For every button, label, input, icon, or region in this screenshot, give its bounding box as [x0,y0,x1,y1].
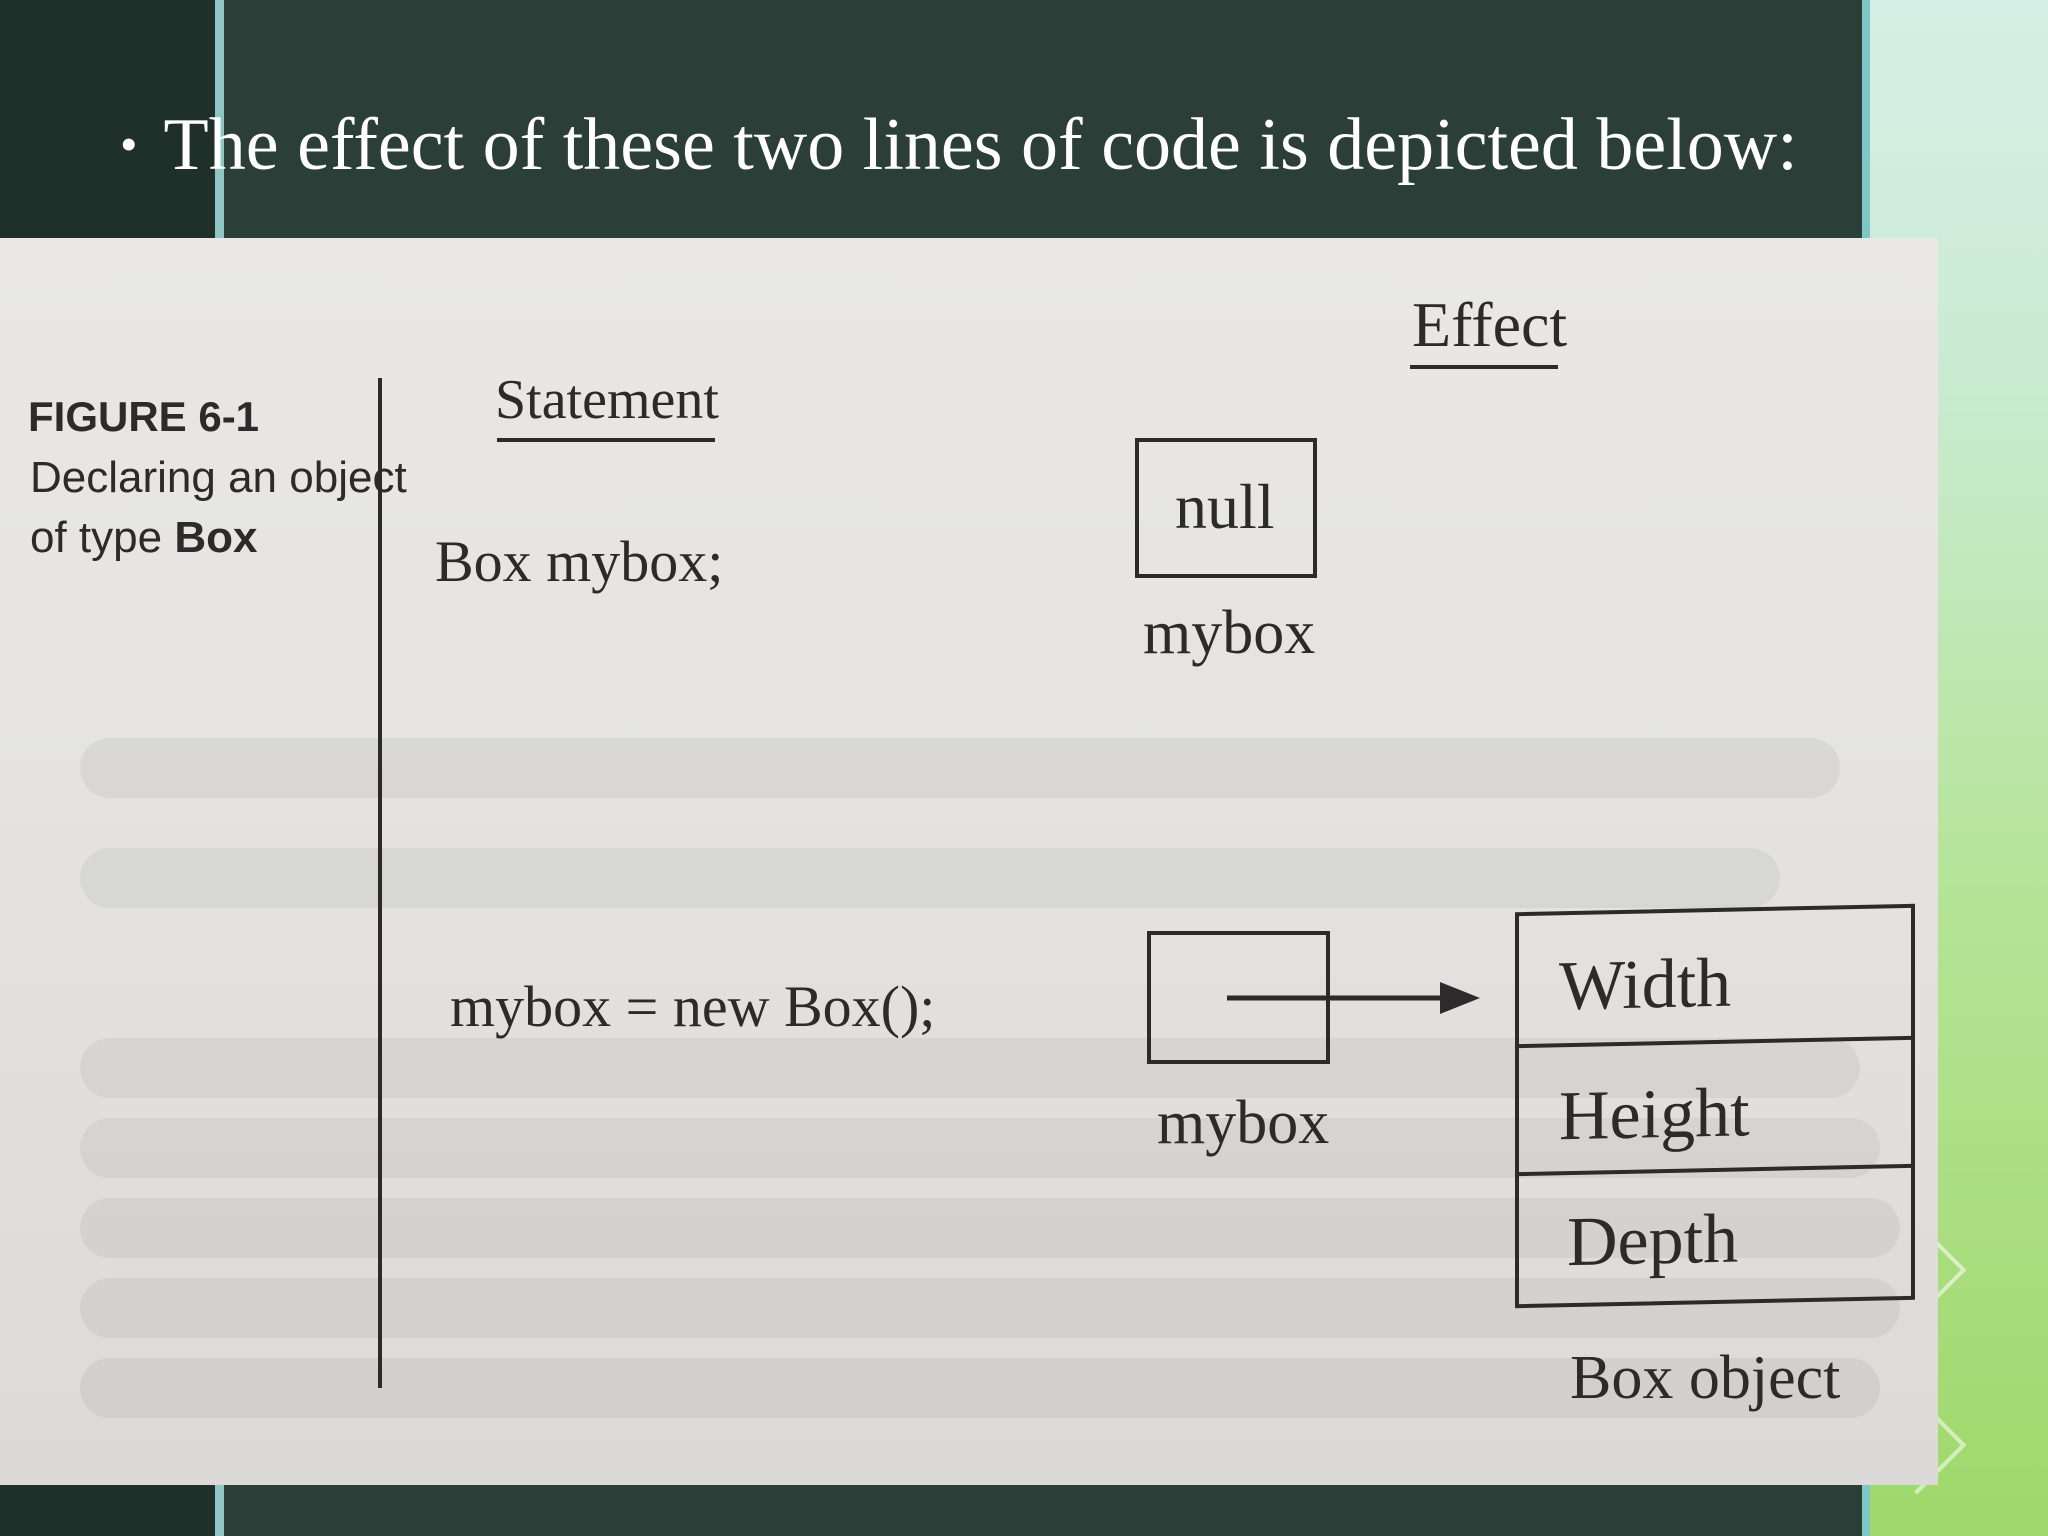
caption-prefix: of type [30,513,162,562]
bullet: • [120,116,138,172]
textbook-photo: FIGURE 6-1 Declaring an object of type B… [0,238,1938,1485]
variable-name-1: mybox [1143,598,1315,669]
slide-title: • The effect of these two lines of code i… [120,100,1860,197]
figure-caption-line1: Declaring an object [30,453,407,503]
field-depth-label: Depth [1567,1200,1738,1284]
bleed-through [80,738,1840,798]
figure-label: FIGURE 6-1 [28,393,259,441]
slide-title-text: The effect of these two lines of code is… [164,104,1798,186]
box-object: Width Height Depth [1515,904,1915,1308]
effect-underline [1410,365,1558,369]
bleed-through [80,848,1780,908]
statement-1: Box mybox; [435,528,723,595]
caption-bold: Box [174,513,257,562]
variable-name-2: mybox [1157,1088,1329,1159]
field-height: Height [1519,1040,1911,1176]
field-width-label: Width [1559,944,1731,1028]
effect-header: Effect [1412,288,1567,362]
field-width: Width [1519,908,1911,1048]
statement-underline [497,438,715,442]
variable-box-null: null [1135,438,1317,578]
field-height-label: Height [1559,1073,1750,1157]
figure-caption-line2: of type Box [30,513,257,563]
field-depth: Depth [1519,1168,1911,1304]
vertical-divider [378,378,382,1388]
statement-2: mybox = new Box(); [450,973,935,1040]
box-object-label: Box object [1570,1343,1840,1414]
null-value: null [1175,470,1275,544]
reference-arrow [1220,968,1490,1028]
statement-header: Statement [495,368,719,432]
